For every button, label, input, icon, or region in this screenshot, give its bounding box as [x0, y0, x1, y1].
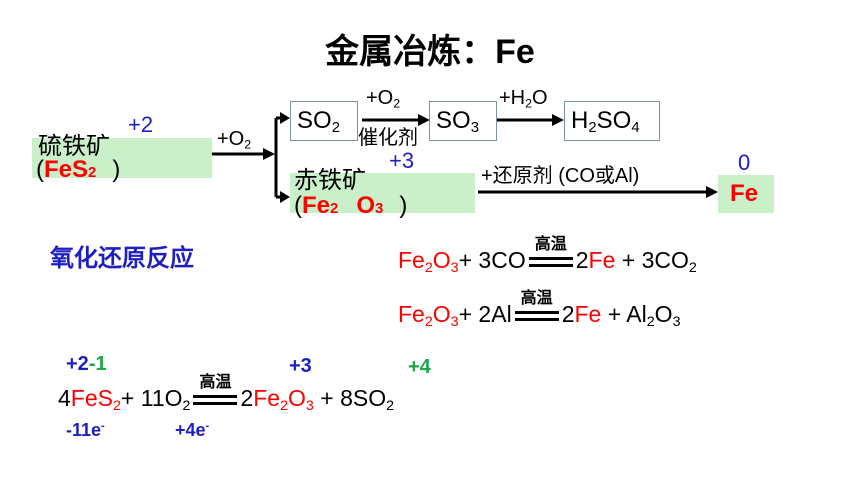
equilibrium-sign: 高温 [190, 374, 240, 412]
fe-product-highlight [718, 175, 774, 213]
so3-box [429, 101, 497, 141]
catalyst-label: 催化剂 [358, 127, 418, 149]
equilibrium-sign: 高温 [526, 236, 576, 274]
eq3-ox-fe-product: +3 [289, 355, 312, 377]
so3-formula: SO3 [436, 107, 479, 137]
fe-product: Fe [730, 180, 759, 207]
h2so4-formula: H2SO4 [571, 107, 640, 137]
equilibrium-sign: 高温 [512, 290, 562, 328]
pyrite-name: 硫铁矿 [38, 133, 110, 160]
page-title: 金属冶炼：Fe [325, 33, 535, 71]
electron-gain: +4e- [175, 420, 210, 440]
fe-product-ox-state: 0 [738, 150, 751, 175]
hematite-highlight [290, 173, 475, 213]
reducing-agent-label: +还原剂 (CO或Al) [481, 165, 640, 187]
eq3-ox-reactant: +2-1 [66, 353, 107, 375]
pyrite-highlight [32, 138, 212, 178]
hematite-name: 赤铁矿 [294, 167, 366, 194]
h2so4-box [564, 101, 660, 141]
pyrite-ox-state: +2 [128, 112, 154, 137]
electron-loss: -11e- [66, 420, 105, 440]
hematite-ox-state: +3 [389, 148, 415, 173]
redox-heading: 氧化还原反应 [50, 245, 194, 272]
step3-label: +H2O [499, 87, 548, 111]
pyrite-formula: (FeS2) [36, 156, 121, 183]
step2-label: +O2 [366, 87, 401, 111]
so2-formula: SO2 [297, 107, 340, 137]
step1-label: +O2 [217, 128, 252, 152]
eq3-ox-s-product: +4 [408, 356, 431, 378]
so2-box [290, 101, 358, 141]
